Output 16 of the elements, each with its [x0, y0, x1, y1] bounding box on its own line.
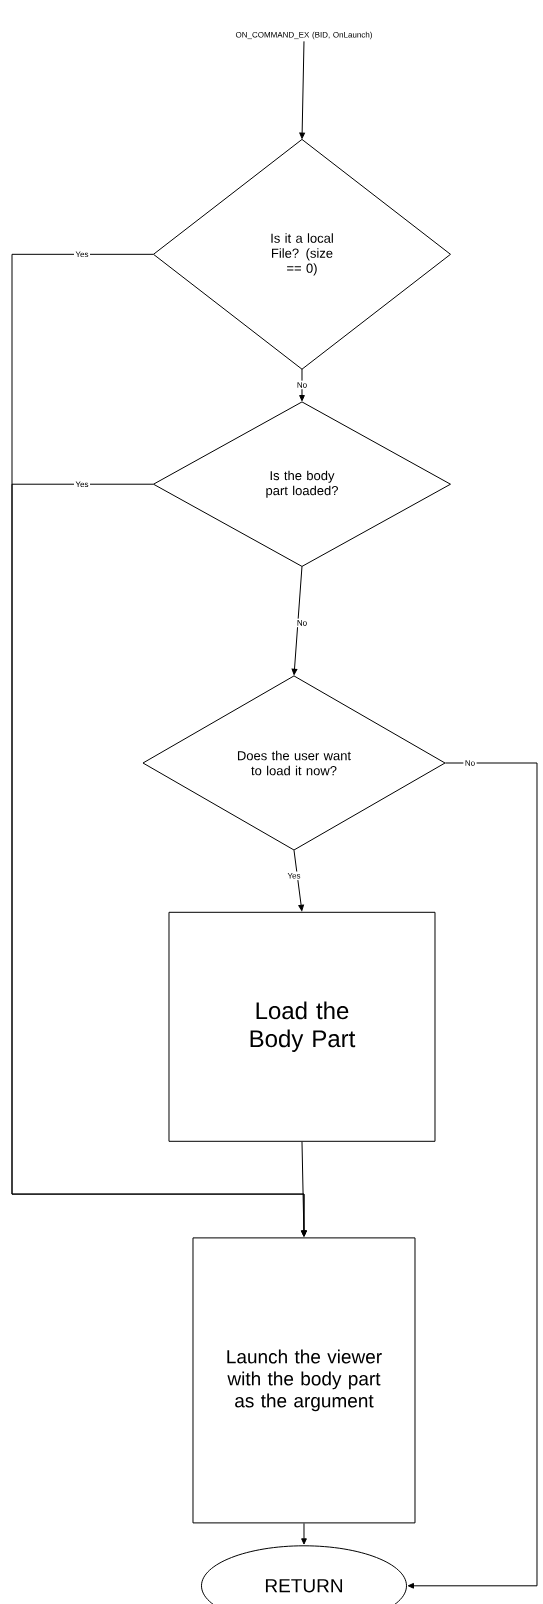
- process-box: Launch the viewer with the body part as the argument: [192, 1237, 416, 1524]
- edge-label: No: [295, 380, 309, 390]
- arrow: [301, 1522, 307, 1545]
- process-box: Load the Body Part: [168, 911, 436, 1142]
- edge-label: Yes: [73, 479, 91, 489]
- edge-label: Yes: [73, 250, 91, 259]
- arrow: [291, 565, 303, 676]
- arrow: [293, 849, 304, 912]
- edge-label: No: [463, 758, 477, 768]
- start-label: ON_COMMAND_EX (BID, OnLaunch): [235, 31, 372, 40]
- arrow: [407, 762, 538, 1589]
- arrow: [299, 40, 305, 139]
- edge-label: Yes: [285, 871, 302, 881]
- arrow: [11, 483, 307, 1237]
- edge-label: No: [295, 618, 309, 628]
- arrow: [299, 368, 305, 402]
